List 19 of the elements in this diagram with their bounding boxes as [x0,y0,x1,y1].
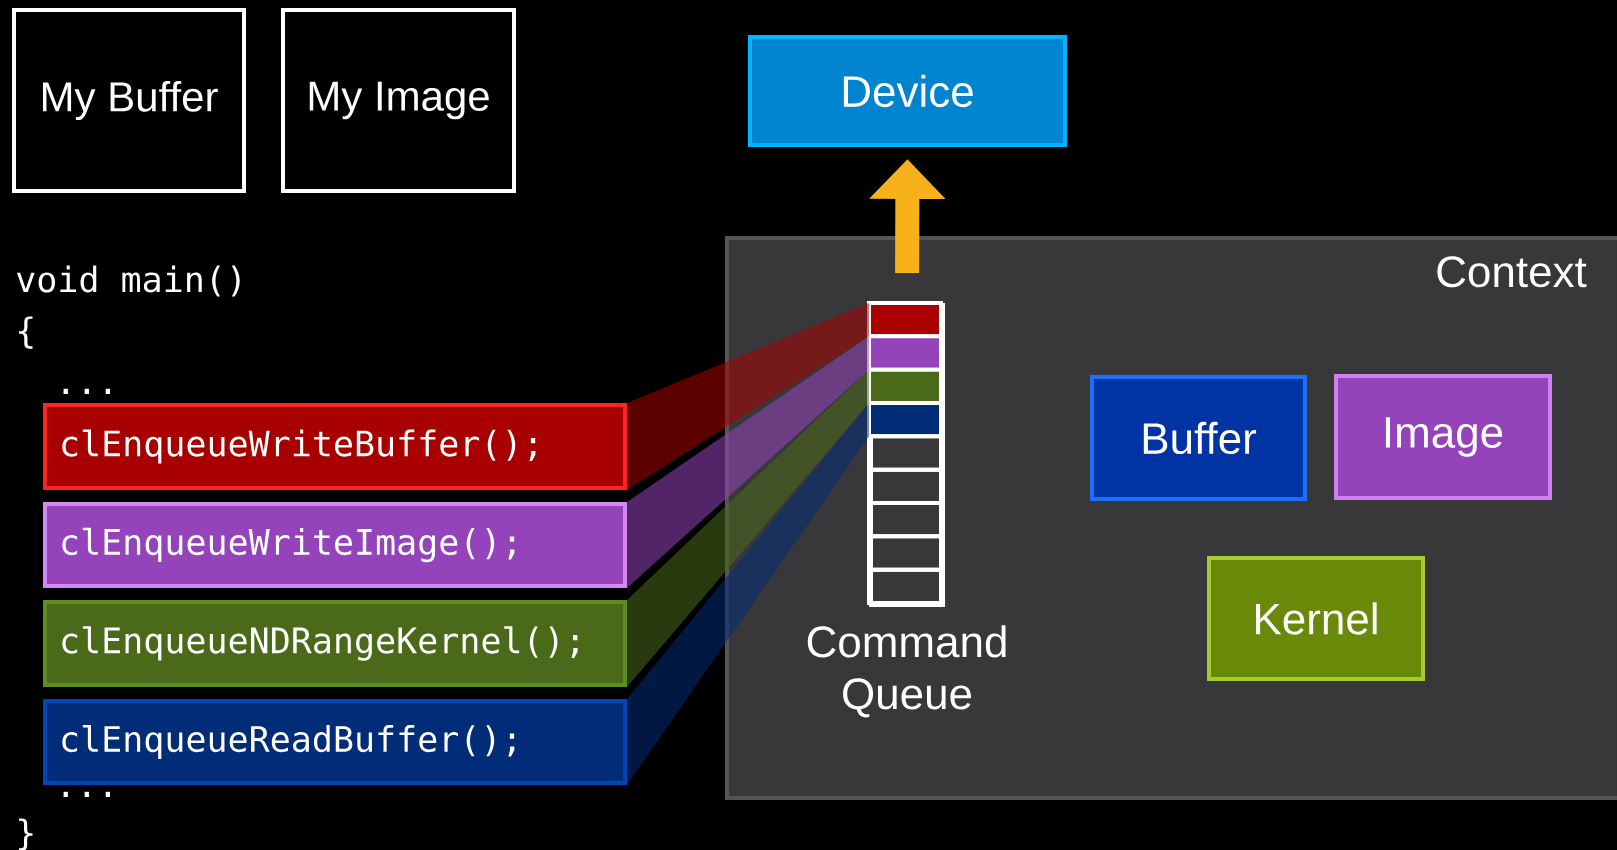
connector-band [627,303,869,490]
buffer-box: Buffer [1090,375,1307,501]
connector-band [627,336,869,588]
connector-band [627,403,869,785]
code-line: { [19,316,33,349]
command-queue [867,301,945,607]
queue-label: Command Queue [807,625,1006,718]
object-box: My Image [281,8,516,193]
kernel-box: Kernel [1207,556,1425,681]
object-box: My Buffer [12,8,246,193]
code-line: } [19,818,33,850]
code-line: void main() [16,265,240,297]
device-box: Device [748,35,1067,147]
connector-band [627,369,869,687]
image-box: Image [1334,374,1552,500]
call-box: clEnqueueReadBuffer(); [43,699,627,785]
call-box: clEnqueueWriteBuffer(); [43,403,627,490]
call-box: clEnqueueWriteImage(); [43,502,627,588]
call-box: clEnqueueNDRangeKernel(); [43,600,627,687]
